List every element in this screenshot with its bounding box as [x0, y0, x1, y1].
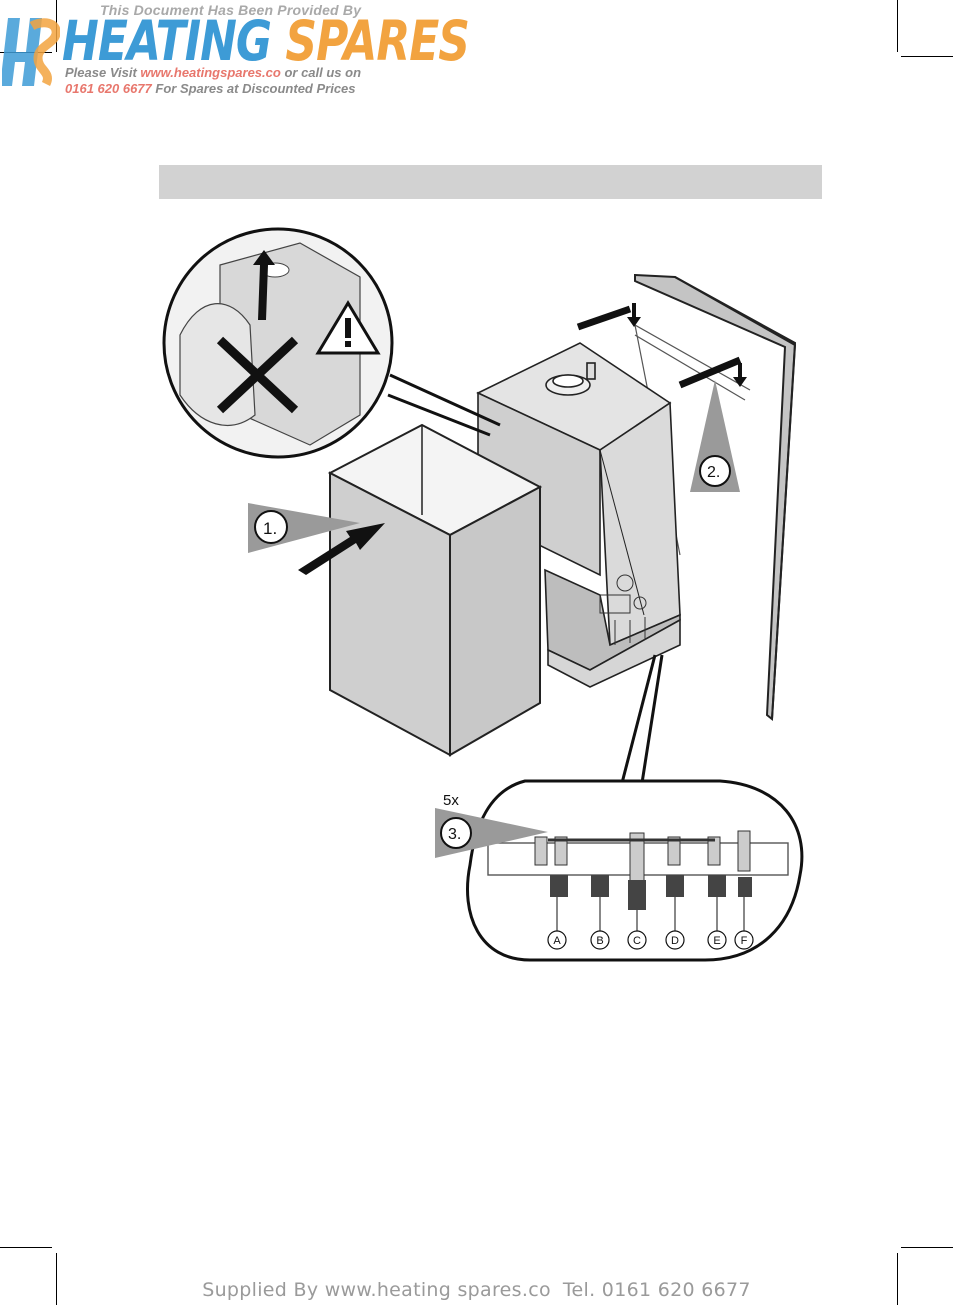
visit-suffix: or call us on — [284, 65, 361, 80]
quantity-label: 5x — [443, 792, 459, 809]
footer-supplied-by: Supplied By www.heating spares.co Tel. 01… — [0, 1279, 953, 1301]
step-2-label: 2. — [707, 464, 720, 481]
crop-mark — [901, 1247, 953, 1248]
website-link[interactable]: www.heatingspares.co — [140, 65, 280, 80]
connector-label-c: C — [633, 935, 641, 947]
phone-line: 0161 620 6677 For Spares at Discounted P… — [65, 81, 356, 96]
step-2-callout: 2. — [690, 380, 740, 492]
connector-label-a: A — [553, 935, 561, 947]
boiler-casing-removal-illustration: 1. 2. — [160, 225, 820, 970]
hs-logo-icon — [2, 12, 60, 90]
bracket-strip — [680, 360, 740, 385]
visit-line: Please Visit www.heatingspares.co or cal… — [65, 65, 361, 80]
crop-mark — [0, 1247, 52, 1248]
connector-label-d: D — [671, 935, 679, 947]
phone-number: 0161 620 6677 — [65, 81, 152, 96]
footer-supplied-text: Supplied By www.heating spares.co — [202, 1279, 551, 1301]
step-3-label: 3. — [448, 826, 461, 843]
warning-detail-circle — [164, 229, 500, 457]
footer-tel: Tel. 0161 620 6677 — [563, 1279, 751, 1301]
connector-label-e: E — [713, 935, 720, 947]
arrow-down-icon — [733, 363, 747, 387]
crop-mark — [901, 56, 953, 57]
connector-label-f: F — [741, 935, 748, 947]
heating-spares-logo: This Document Has Been Provided By HEATI… — [0, 0, 390, 100]
visit-prefix: Please Visit — [65, 65, 137, 80]
front-casing-panel — [330, 425, 540, 755]
bracket-strip — [578, 309, 630, 327]
section-header-bar — [159, 165, 822, 199]
step-1-label: 1. — [263, 519, 277, 538]
connector-label-b: B — [596, 935, 603, 947]
phone-suffix: For Spares at Discounted Prices — [155, 81, 355, 96]
crop-mark — [897, 0, 898, 52]
